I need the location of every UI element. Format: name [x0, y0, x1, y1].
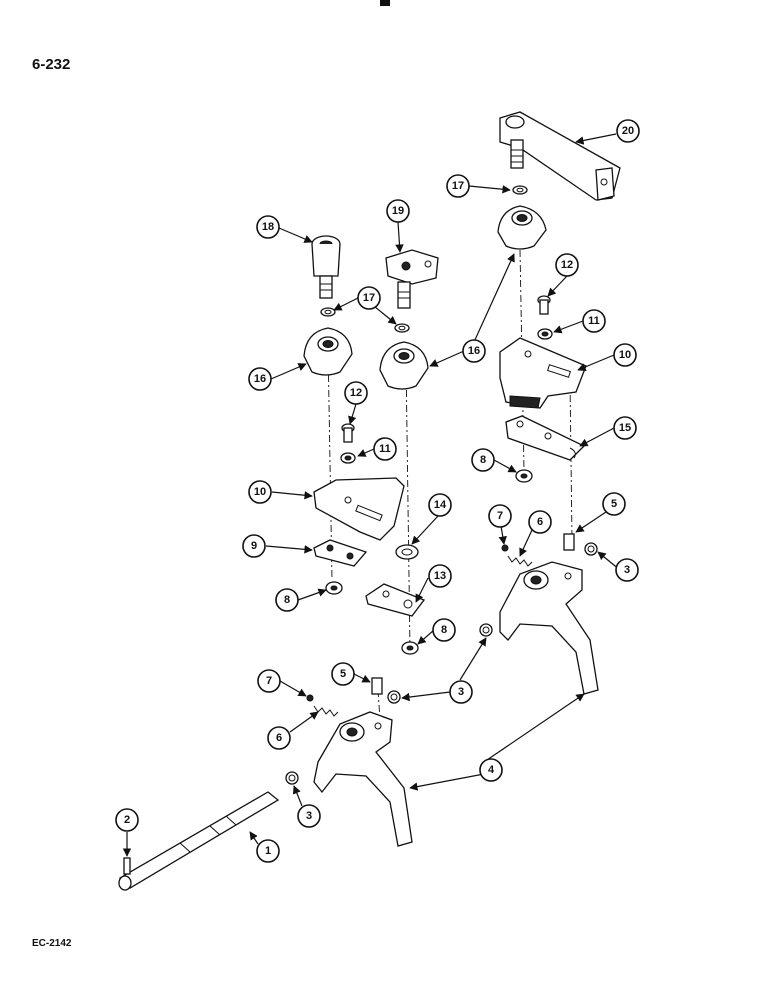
svg-text:15: 15	[619, 422, 631, 434]
part-14-washer	[395, 544, 419, 560]
callout-20: 20	[616, 119, 640, 143]
callout-3: 3	[449, 680, 473, 704]
svg-text:4: 4	[488, 764, 495, 776]
part-4-fork-upper	[499, 561, 599, 695]
callout-7: 7	[257, 669, 281, 693]
callout-1: 1	[256, 839, 280, 863]
svg-text:7: 7	[266, 675, 272, 687]
part-1-shift-shaft	[118, 791, 280, 891]
part-detent-assembly-right	[501, 533, 575, 567]
svg-text:7: 7	[497, 510, 503, 522]
callout-8: 8	[471, 448, 495, 472]
callout-7: 7	[488, 504, 512, 528]
part-4-fork-lower	[313, 711, 413, 847]
part-19-lever-pin	[385, 249, 439, 309]
svg-text:2: 2	[124, 814, 130, 826]
svg-text:8: 8	[480, 454, 486, 466]
callout-6: 6	[528, 510, 552, 534]
svg-text:11: 11	[588, 315, 600, 327]
callout-16: 16	[248, 367, 272, 391]
leader-lines	[122, 133, 621, 857]
part-18-pivot-pin	[311, 235, 341, 299]
part-16-support-right	[497, 205, 547, 250]
part-3-snap-rings	[285, 542, 598, 785]
svg-text:17: 17	[363, 292, 375, 304]
svg-text:5: 5	[340, 668, 346, 680]
callout-16: 16	[462, 339, 486, 363]
callout-4: 4	[479, 758, 503, 782]
callout-9: 9	[242, 534, 266, 558]
part-9-block	[313, 539, 368, 567]
part-16-supports-left	[303, 327, 429, 390]
svg-text:8: 8	[441, 624, 447, 636]
svg-text:20: 20	[622, 125, 634, 137]
svg-text:10: 10	[254, 486, 266, 498]
callout-19: 19	[386, 199, 410, 223]
callout-2: 2	[115, 808, 139, 832]
svg-text:11: 11	[379, 443, 391, 455]
svg-text:17: 17	[452, 180, 464, 192]
callout-10: 10	[613, 343, 637, 367]
callout-10: 10	[248, 480, 272, 504]
svg-text:16: 16	[254, 373, 266, 385]
callout-11: 11	[582, 309, 606, 333]
svg-text:12: 12	[561, 259, 573, 271]
callout-14: 14	[428, 493, 452, 517]
part-10-plate-left	[313, 477, 405, 541]
svg-text:18: 18	[262, 221, 274, 233]
callout-17: 17	[446, 174, 470, 198]
svg-text:3: 3	[458, 686, 464, 698]
svg-text:10: 10	[619, 349, 631, 361]
callout-8: 8	[275, 588, 299, 612]
svg-text:19: 19	[392, 205, 404, 217]
part-17-washer-top	[512, 185, 528, 195]
part-12-bolts	[341, 295, 551, 443]
svg-text:1: 1	[265, 845, 271, 857]
svg-text:13: 13	[434, 570, 446, 582]
svg-text:9: 9	[251, 540, 257, 552]
callout-11: 11	[373, 437, 397, 461]
part-8-nuts	[325, 469, 533, 655]
reference-code: EC-2142	[32, 938, 72, 949]
callout-13: 13	[428, 564, 452, 588]
svg-text:16: 16	[468, 345, 480, 357]
part-17-washers	[320, 307, 410, 333]
svg-text:5: 5	[611, 498, 617, 510]
svg-text:12: 12	[350, 387, 362, 399]
part-13-block	[365, 583, 426, 617]
callout-15: 15	[613, 416, 637, 440]
callout-17: 17	[357, 286, 381, 310]
callout-3: 3	[615, 558, 639, 582]
svg-text:3: 3	[624, 564, 630, 576]
callout-12: 12	[344, 381, 368, 405]
part-11-nuts	[340, 328, 553, 464]
page-number: 6-232	[32, 56, 71, 73]
top-edge-mark	[380, 0, 390, 6]
svg-text:3: 3	[306, 810, 312, 822]
callout-12: 12	[555, 253, 579, 277]
svg-text:6: 6	[537, 516, 543, 528]
callout-8: 8	[432, 618, 456, 642]
callout-6: 6	[267, 726, 291, 750]
svg-text:14: 14	[434, 499, 447, 511]
part-15-block-right	[505, 415, 586, 461]
svg-text:6: 6	[276, 732, 282, 744]
part-10-plate-right	[499, 337, 587, 409]
part-20-shift-lever	[499, 111, 621, 201]
part-2-roll-pin	[123, 857, 131, 875]
callout-5: 5	[331, 662, 355, 686]
svg-text:8: 8	[284, 594, 290, 606]
callout-18: 18	[256, 215, 280, 239]
callout-3: 3	[297, 804, 321, 828]
callout-5: 5	[602, 492, 626, 516]
